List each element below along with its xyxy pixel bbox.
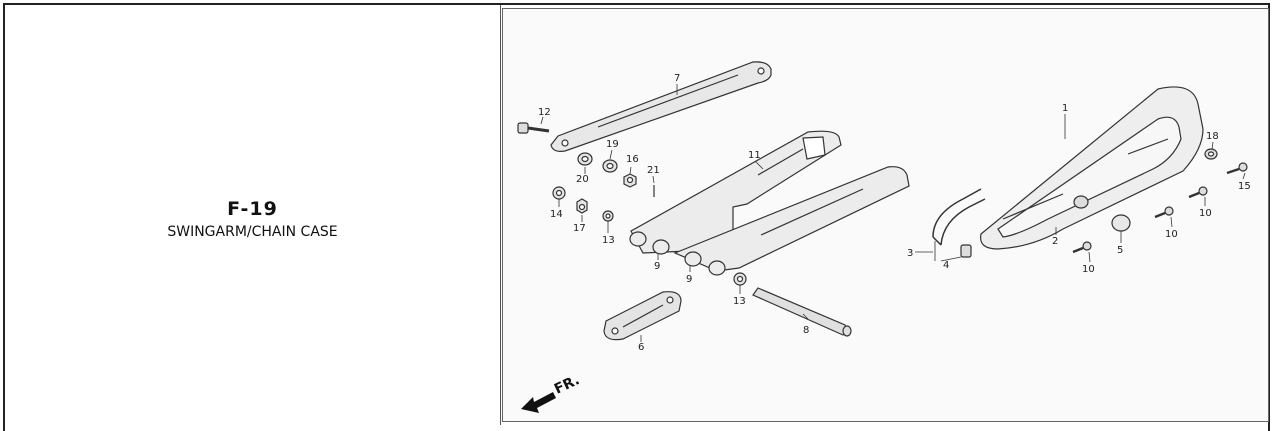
- panel-divider: [500, 5, 501, 425]
- part-8-pivot-bolt: [752, 287, 852, 337]
- part-4-master-link: [960, 244, 972, 258]
- part-11-swingarm: [629, 130, 910, 276]
- callout-4: 4: [943, 260, 949, 271]
- section-title: SWINGARM/CHAIN CASE: [167, 224, 338, 240]
- callout-18: 18: [1206, 131, 1219, 142]
- callout-9b: 9: [686, 274, 692, 285]
- callout-5: 5: [1117, 245, 1123, 256]
- callout-21: 21: [647, 165, 660, 176]
- part-7-rod: [550, 61, 772, 152]
- page-frame: [3, 3, 1270, 431]
- part-1-2-chain-case: [980, 86, 1204, 250]
- part-5-cap: [1111, 214, 1131, 232]
- callout-10b: 10: [1165, 229, 1178, 240]
- parts-diagram-frame: 1 2 3 4 5 6 7 8 9 9 10 10 10 10 11 12 13…: [502, 8, 1269, 422]
- callout-9a: 9: [654, 261, 660, 272]
- callout-8: 8: [803, 325, 809, 336]
- callout-2: 2: [1052, 236, 1058, 247]
- callout-20: 20: [576, 174, 589, 185]
- parts-diagram-panel: 1 2 3 4 5 6 7 8 9 9 10 10 10 10 11 12 13…: [501, 5, 1270, 425]
- front-direction-arrow-icon: FR.: [521, 372, 582, 413]
- callout-labels: 1 2 3 4 5 6 7 8 9 9 10 10 10 10 11 12 13…: [538, 73, 1251, 353]
- exploded-parts-diagram: 1 2 3 4 5 6 7 8 9 9 10 10 10 10 11 12 13…: [517, 61, 1251, 413]
- callout-15: 15: [1238, 181, 1251, 192]
- callout-6: 6: [638, 342, 644, 353]
- section-header-panel: F-19 SWINGARM/CHAIN CASE: [5, 5, 500, 425]
- callout-10c: 10: [1199, 208, 1212, 219]
- bolts-right: [1072, 148, 1248, 254]
- callout-13a: 13: [602, 235, 615, 246]
- part-3-drive-chain: [932, 188, 986, 246]
- callout-14: 14: [550, 209, 563, 220]
- callout-1: 1: [1062, 103, 1068, 114]
- callout-3: 3: [907, 248, 913, 259]
- part-6-chain-slider: [603, 291, 682, 341]
- front-direction-label: FR.: [552, 372, 582, 397]
- callout-17: 17: [573, 223, 586, 234]
- part-12-bolt: [517, 122, 550, 134]
- callout-11: 11: [748, 150, 761, 161]
- callout-12: 12: [538, 107, 551, 118]
- callout-10a: 10: [1082, 264, 1095, 275]
- callout-13b: 13: [733, 296, 746, 307]
- callout-leader-lines: [540, 84, 1246, 342]
- callout-19: 19: [606, 139, 619, 150]
- callout-16: 16: [626, 154, 639, 165]
- section-code: F-19: [227, 198, 278, 220]
- callout-7: 7: [674, 73, 680, 84]
